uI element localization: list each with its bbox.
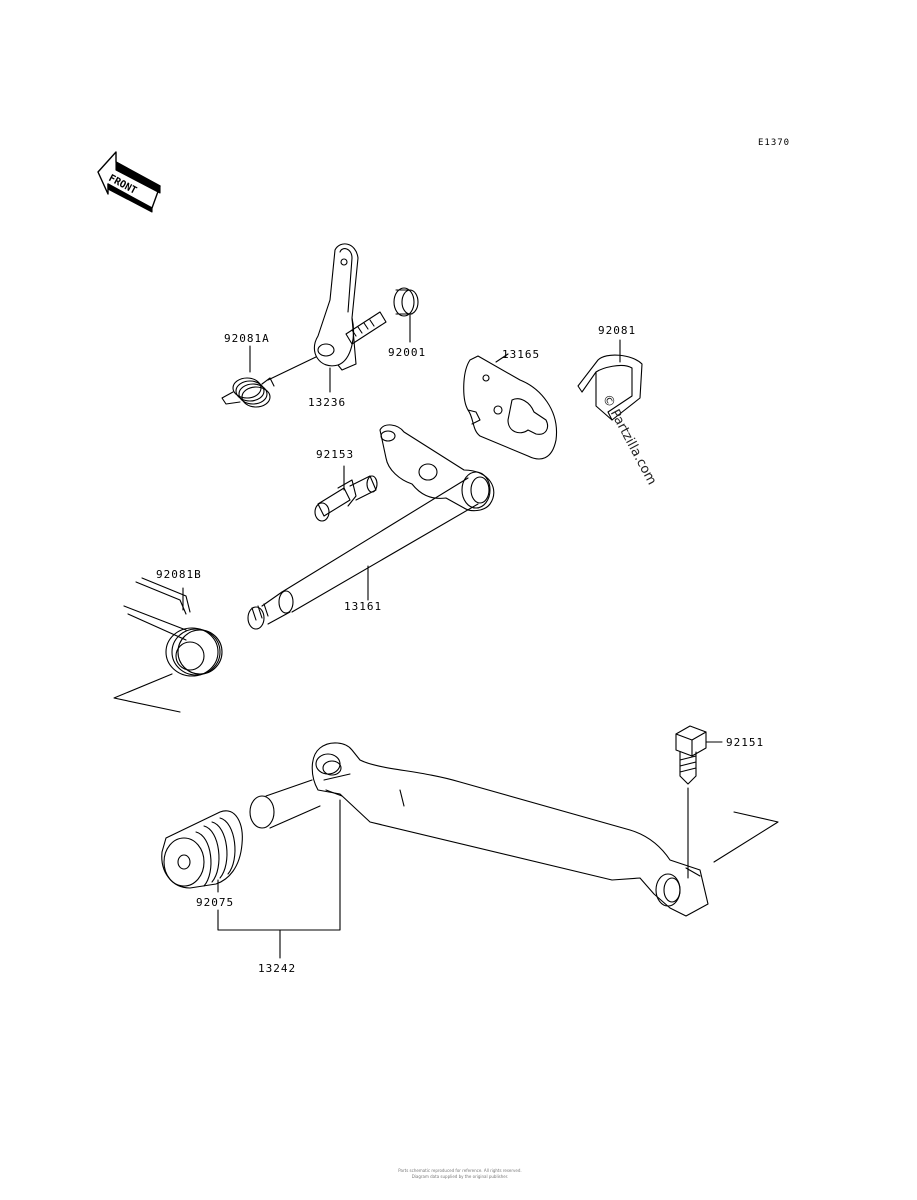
part-label-13165[interactable]: 13165: [502, 348, 541, 361]
part-label-13236[interactable]: 13236: [308, 396, 347, 409]
plate-13165-icon: [463, 355, 558, 460]
lever-13236-icon: [313, 243, 359, 371]
footer-line-2: Diagram data supplied by the original pu…: [411, 1174, 509, 1179]
part-label-13161[interactable]: 13161: [344, 600, 383, 613]
diagram-code: E1370: [758, 138, 791, 148]
part-label-92001[interactable]: 92001: [388, 346, 427, 359]
part-label-92151[interactable]: 92151: [726, 736, 765, 749]
spring-92081a-icon: [221, 377, 275, 408]
pin-92153-icon: [314, 475, 378, 522]
part-label-92081b[interactable]: 92081B: [156, 568, 202, 581]
shift-pedal-13242-icon: [249, 742, 709, 917]
footer-copyright: Parts schematic reproduced for reference…: [300, 1168, 620, 1180]
footer-line-1: Parts schematic reproduced for reference…: [398, 1168, 522, 1173]
part-label-92075[interactable]: 92075: [196, 896, 235, 909]
bolt-92001-icon: [345, 287, 419, 345]
part-label-13242[interactable]: 13242: [258, 962, 297, 975]
clip-92081-icon: [577, 354, 643, 421]
shift-shaft-13161-icon: [247, 424, 495, 630]
pedal-rubber-92075-icon: [161, 810, 243, 889]
spring-92081b-icon: [123, 577, 223, 677]
part-label-92081[interactable]: 92081: [598, 324, 637, 337]
part-label-92153[interactable]: 92153: [316, 448, 355, 461]
front-arrow-icon: FRONT: [97, 151, 161, 213]
bolt-92151-icon: [675, 725, 707, 785]
part-label-92081a[interactable]: 92081A: [224, 332, 270, 345]
